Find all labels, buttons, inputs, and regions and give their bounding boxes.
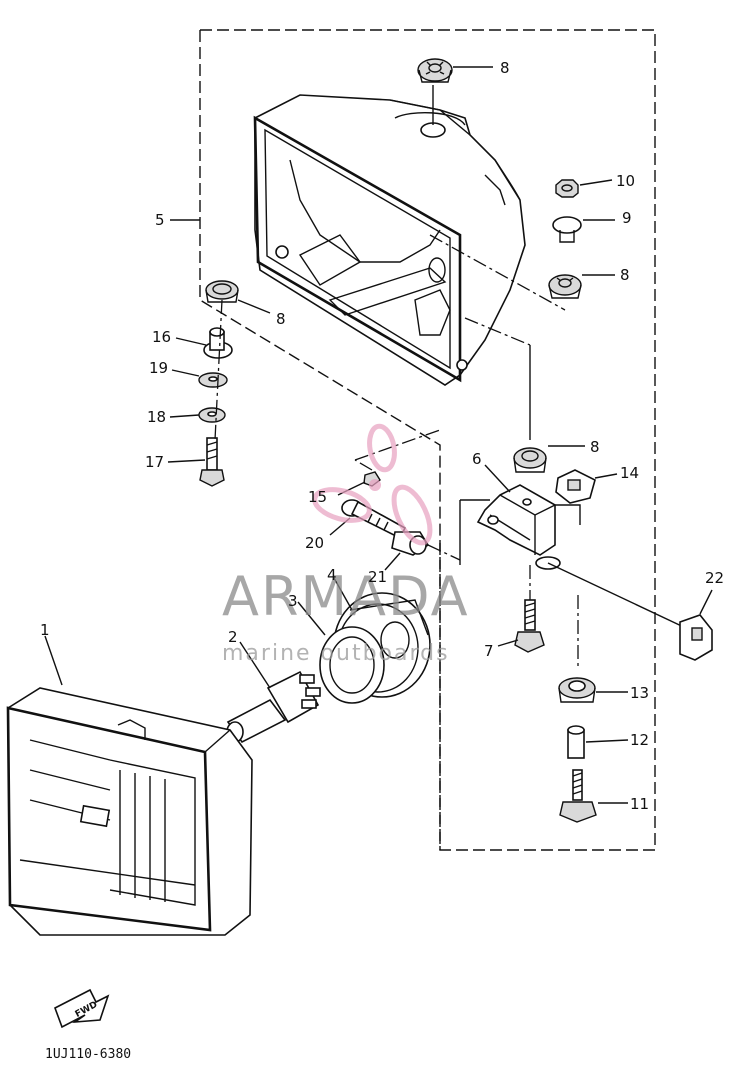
grommet-bracket xyxy=(513,447,547,473)
headlight-housing xyxy=(253,94,526,386)
callout-21: 21 xyxy=(368,568,387,586)
forward-direction-arrow-icon: FWD xyxy=(54,988,110,1029)
rubber-damper xyxy=(558,677,596,703)
grommet-top xyxy=(417,58,453,83)
callout-8-left: 8 xyxy=(276,310,286,328)
callout-5: 5 xyxy=(155,211,165,229)
callout-14: 14 xyxy=(620,464,639,482)
lock-washer xyxy=(198,407,226,423)
flange-bolt xyxy=(559,769,597,823)
collar-bolt xyxy=(203,327,233,359)
callout-16: 16 xyxy=(152,328,171,346)
mounting-bolt xyxy=(514,599,545,653)
watermark-tagline: marine outboards xyxy=(222,641,450,666)
headlight-unit xyxy=(6,687,253,936)
collar-sleeve xyxy=(567,725,585,759)
headlight-bracket xyxy=(476,484,561,570)
callout-6: 6 xyxy=(472,450,482,468)
callout-10: 10 xyxy=(616,172,635,190)
armada-logo-mark xyxy=(312,423,433,546)
grommet-left xyxy=(205,280,239,303)
nut xyxy=(555,179,579,198)
callout-2: 2 xyxy=(228,628,238,646)
grommet-right xyxy=(548,274,582,299)
washer-collar xyxy=(552,216,582,243)
callout-9: 9 xyxy=(622,209,632,227)
spacer-collar xyxy=(391,531,430,556)
callout-15: 15 xyxy=(308,488,327,506)
bracket-cap xyxy=(679,614,713,661)
callout-4: 4 xyxy=(327,566,337,584)
callout-20: 20 xyxy=(305,534,324,552)
diagram-code: 1UJ110-6380 xyxy=(45,1047,131,1062)
flat-washer xyxy=(198,372,228,388)
callout-18: 18 xyxy=(147,408,166,426)
callout-17: 17 xyxy=(145,453,164,471)
headlight-bulb xyxy=(226,670,321,744)
callout-12: 12 xyxy=(630,731,649,749)
watermark-brand: ARMADA xyxy=(222,565,470,628)
callout-8-bracket: 8 xyxy=(590,438,600,456)
socket-ring xyxy=(319,626,385,704)
callout-13: 13 xyxy=(630,684,649,702)
callout-1: 1 xyxy=(40,621,50,639)
callout-3: 3 xyxy=(288,592,298,610)
callout-7: 7 xyxy=(484,642,494,660)
hex-bolt xyxy=(199,437,225,487)
callout-22: 22 xyxy=(705,569,724,587)
callout-19: 19 xyxy=(149,359,168,377)
clip-nut xyxy=(555,469,596,504)
housing-group-boundary xyxy=(199,29,656,851)
callout-8-right: 8 xyxy=(620,266,630,284)
callout-8-top: 8 xyxy=(500,59,510,77)
callout-11: 11 xyxy=(630,795,649,813)
